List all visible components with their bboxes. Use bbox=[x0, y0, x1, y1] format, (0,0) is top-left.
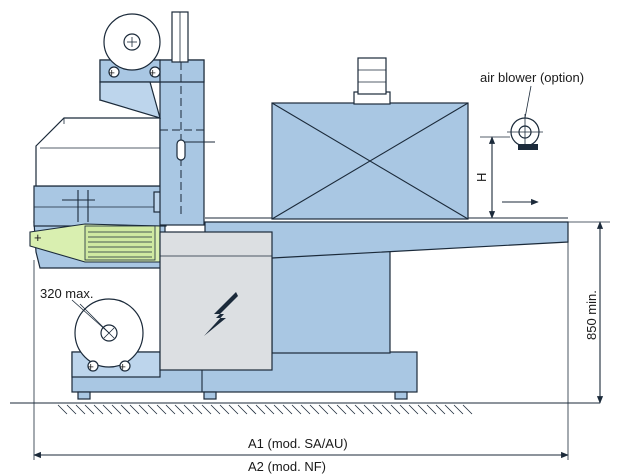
floor-hatch-line bbox=[156, 404, 167, 415]
floor-hatch-line bbox=[318, 404, 329, 415]
guide-lines bbox=[88, 231, 152, 258]
reel-max-leader bbox=[71, 299, 110, 334]
floor-hatch-line bbox=[354, 404, 365, 415]
floor-hatch-line bbox=[291, 404, 302, 415]
floor-hatch-line bbox=[246, 404, 257, 415]
floor-hatch-line bbox=[201, 404, 212, 415]
svg-text:+: + bbox=[88, 362, 94, 374]
floor-hatch-line bbox=[264, 404, 275, 415]
floor-hatch-line bbox=[129, 404, 140, 415]
floor-hatch-line bbox=[444, 404, 455, 415]
svg-text:+: + bbox=[34, 230, 42, 245]
floor-hatch-line bbox=[138, 404, 149, 415]
floor-hatch-line bbox=[462, 404, 473, 415]
floor-hatch-line bbox=[390, 404, 401, 415]
floor-hatch-line bbox=[453, 404, 464, 415]
floor-hatch-line bbox=[345, 404, 356, 415]
height-850-dimension bbox=[568, 221, 610, 404]
top-reel bbox=[103, 13, 161, 71]
floor-hatch bbox=[57, 404, 473, 415]
floor-hatch-line bbox=[111, 404, 122, 415]
floor-hatch-line bbox=[408, 404, 419, 415]
floor-hatch-line bbox=[363, 404, 374, 415]
height-h-label: H bbox=[474, 173, 489, 182]
upper-hood bbox=[35, 117, 161, 187]
floor-hatch-line bbox=[309, 404, 320, 415]
electrical-cabinet bbox=[159, 231, 273, 371]
reel-max-label: 320 max. bbox=[40, 286, 93, 301]
length-dimensions bbox=[33, 242, 569, 460]
floor-hatch-line bbox=[219, 404, 230, 415]
floor-hatch-line bbox=[228, 404, 239, 415]
floor-hatch-line bbox=[435, 404, 446, 415]
a1-label: A1 (mod. SA/AU) bbox=[248, 436, 348, 451]
floor-hatch-line bbox=[336, 404, 347, 415]
floor-hatch-line bbox=[210, 404, 221, 415]
height-h-dimension bbox=[480, 136, 539, 219]
floor-hatch-line bbox=[237, 404, 248, 415]
floor-hatch-line bbox=[165, 404, 176, 415]
floor-hatch-line bbox=[300, 404, 311, 415]
air-blower-label: air blower (option) bbox=[480, 70, 584, 85]
height-min-label: 850 min. bbox=[584, 290, 599, 340]
floor-hatch-line bbox=[57, 404, 68, 415]
svg-text:+: + bbox=[120, 362, 126, 374]
floor-hatch-line bbox=[399, 404, 410, 415]
floor-hatch-line bbox=[255, 404, 266, 415]
floor-hatch-line bbox=[75, 404, 86, 415]
svg-text:+: + bbox=[150, 68, 156, 80]
sealing-body: + bbox=[29, 185, 167, 269]
floor-hatch-line bbox=[120, 404, 131, 415]
floor bbox=[10, 402, 600, 415]
a2-label: A2 (mod. NF) bbox=[248, 459, 326, 474]
floor-hatch-line bbox=[282, 404, 293, 415]
floor-hatch-line bbox=[147, 404, 158, 415]
floor-hatch-line bbox=[381, 404, 392, 415]
floor-hatch-line bbox=[102, 404, 113, 415]
support-column bbox=[271, 249, 391, 354]
floor-hatch-line bbox=[66, 404, 77, 415]
floor-hatch-line bbox=[426, 404, 437, 415]
floor-hatch-line bbox=[192, 404, 203, 415]
electrical-hazard-icon bbox=[204, 292, 238, 336]
air-blower bbox=[507, 85, 543, 150]
floor-hatch-line bbox=[327, 404, 338, 415]
floor-hatch-line bbox=[84, 404, 95, 415]
film-column: + + bbox=[99, 11, 215, 226]
floor-hatch-line bbox=[174, 404, 185, 415]
floor-hatch-line bbox=[372, 404, 383, 415]
floor-hatch-line bbox=[417, 404, 428, 415]
floor-hatch-line bbox=[273, 404, 284, 415]
shrink-tunnel bbox=[271, 57, 469, 220]
floor-hatch-line bbox=[93, 404, 104, 415]
floor-hatch-line bbox=[183, 404, 194, 415]
svg-text:+: + bbox=[109, 68, 115, 80]
